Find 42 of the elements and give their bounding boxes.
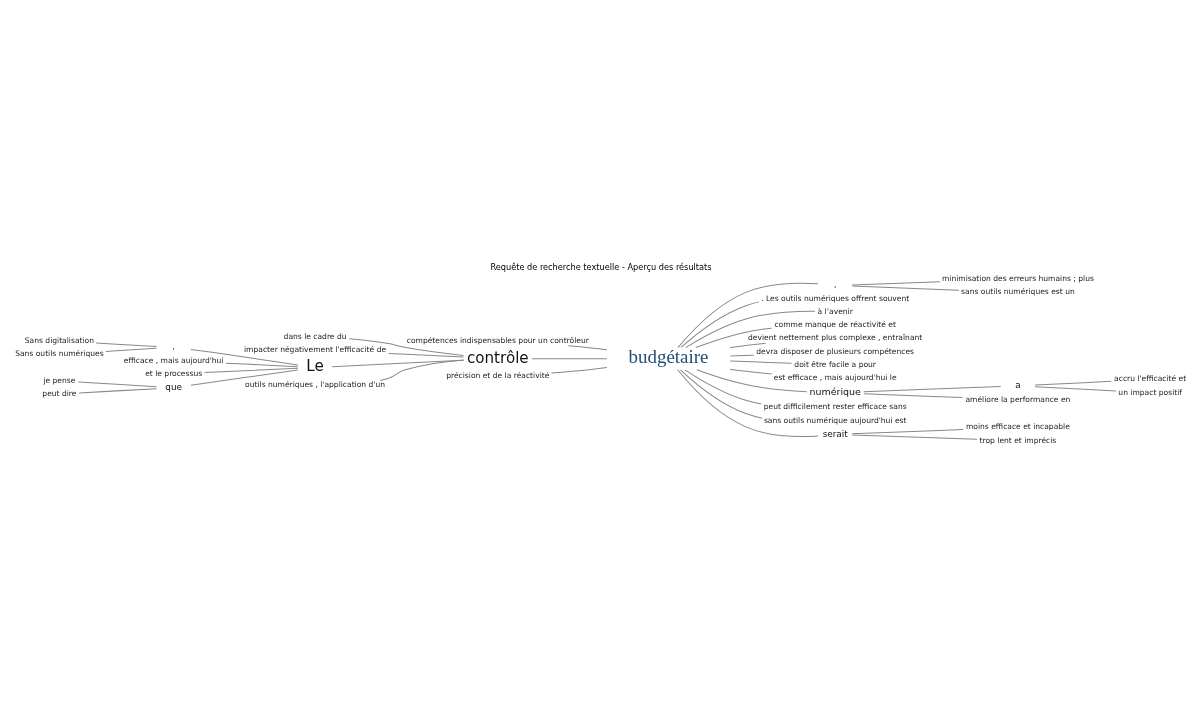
- connector: [225, 362, 299, 367]
- connector: [863, 392, 963, 398]
- connector: [729, 368, 773, 374]
- connector: [679, 368, 763, 419]
- node-text: budgétaire: [628, 345, 709, 367]
- connector: [348, 337, 465, 356]
- connector: [695, 327, 773, 348]
- connector: [851, 428, 964, 434]
- connector: [531, 357, 608, 359]
- connector: [550, 366, 608, 373]
- connector: [190, 368, 299, 386]
- connector: [729, 342, 767, 348]
- connector: [680, 300, 760, 348]
- connector: [190, 348, 299, 365]
- connector: [677, 368, 819, 437]
- connector: [388, 352, 465, 358]
- connector: [105, 347, 157, 352]
- connector: [696, 368, 808, 392]
- connector: [851, 285, 960, 291]
- node-text: serait: [822, 428, 848, 439]
- connector: [863, 385, 1002, 392]
- diagram-title: Requête de recherche textuelle - Aperçu des résultats: [490, 261, 712, 272]
- node-text: numérique: [809, 385, 861, 397]
- connector: [729, 360, 792, 364]
- node-text: contrôle: [466, 348, 529, 367]
- connector: [379, 358, 465, 381]
- connector: [95, 342, 157, 347]
- connector: [851, 280, 941, 285]
- connector: [685, 310, 816, 348]
- connector: [1034, 385, 1117, 391]
- node-text: que: [165, 381, 182, 392]
- connector: [677, 282, 819, 348]
- connector: [204, 367, 299, 373]
- connector: [567, 344, 608, 350]
- connector: [1034, 380, 1112, 386]
- connector: [851, 434, 978, 440]
- node-text: Le: [306, 356, 324, 375]
- node-text: a: [1015, 379, 1021, 390]
- connector: [729, 354, 755, 357]
- connector: [684, 368, 762, 404]
- connector: [78, 387, 158, 393]
- connector: [77, 380, 158, 387]
